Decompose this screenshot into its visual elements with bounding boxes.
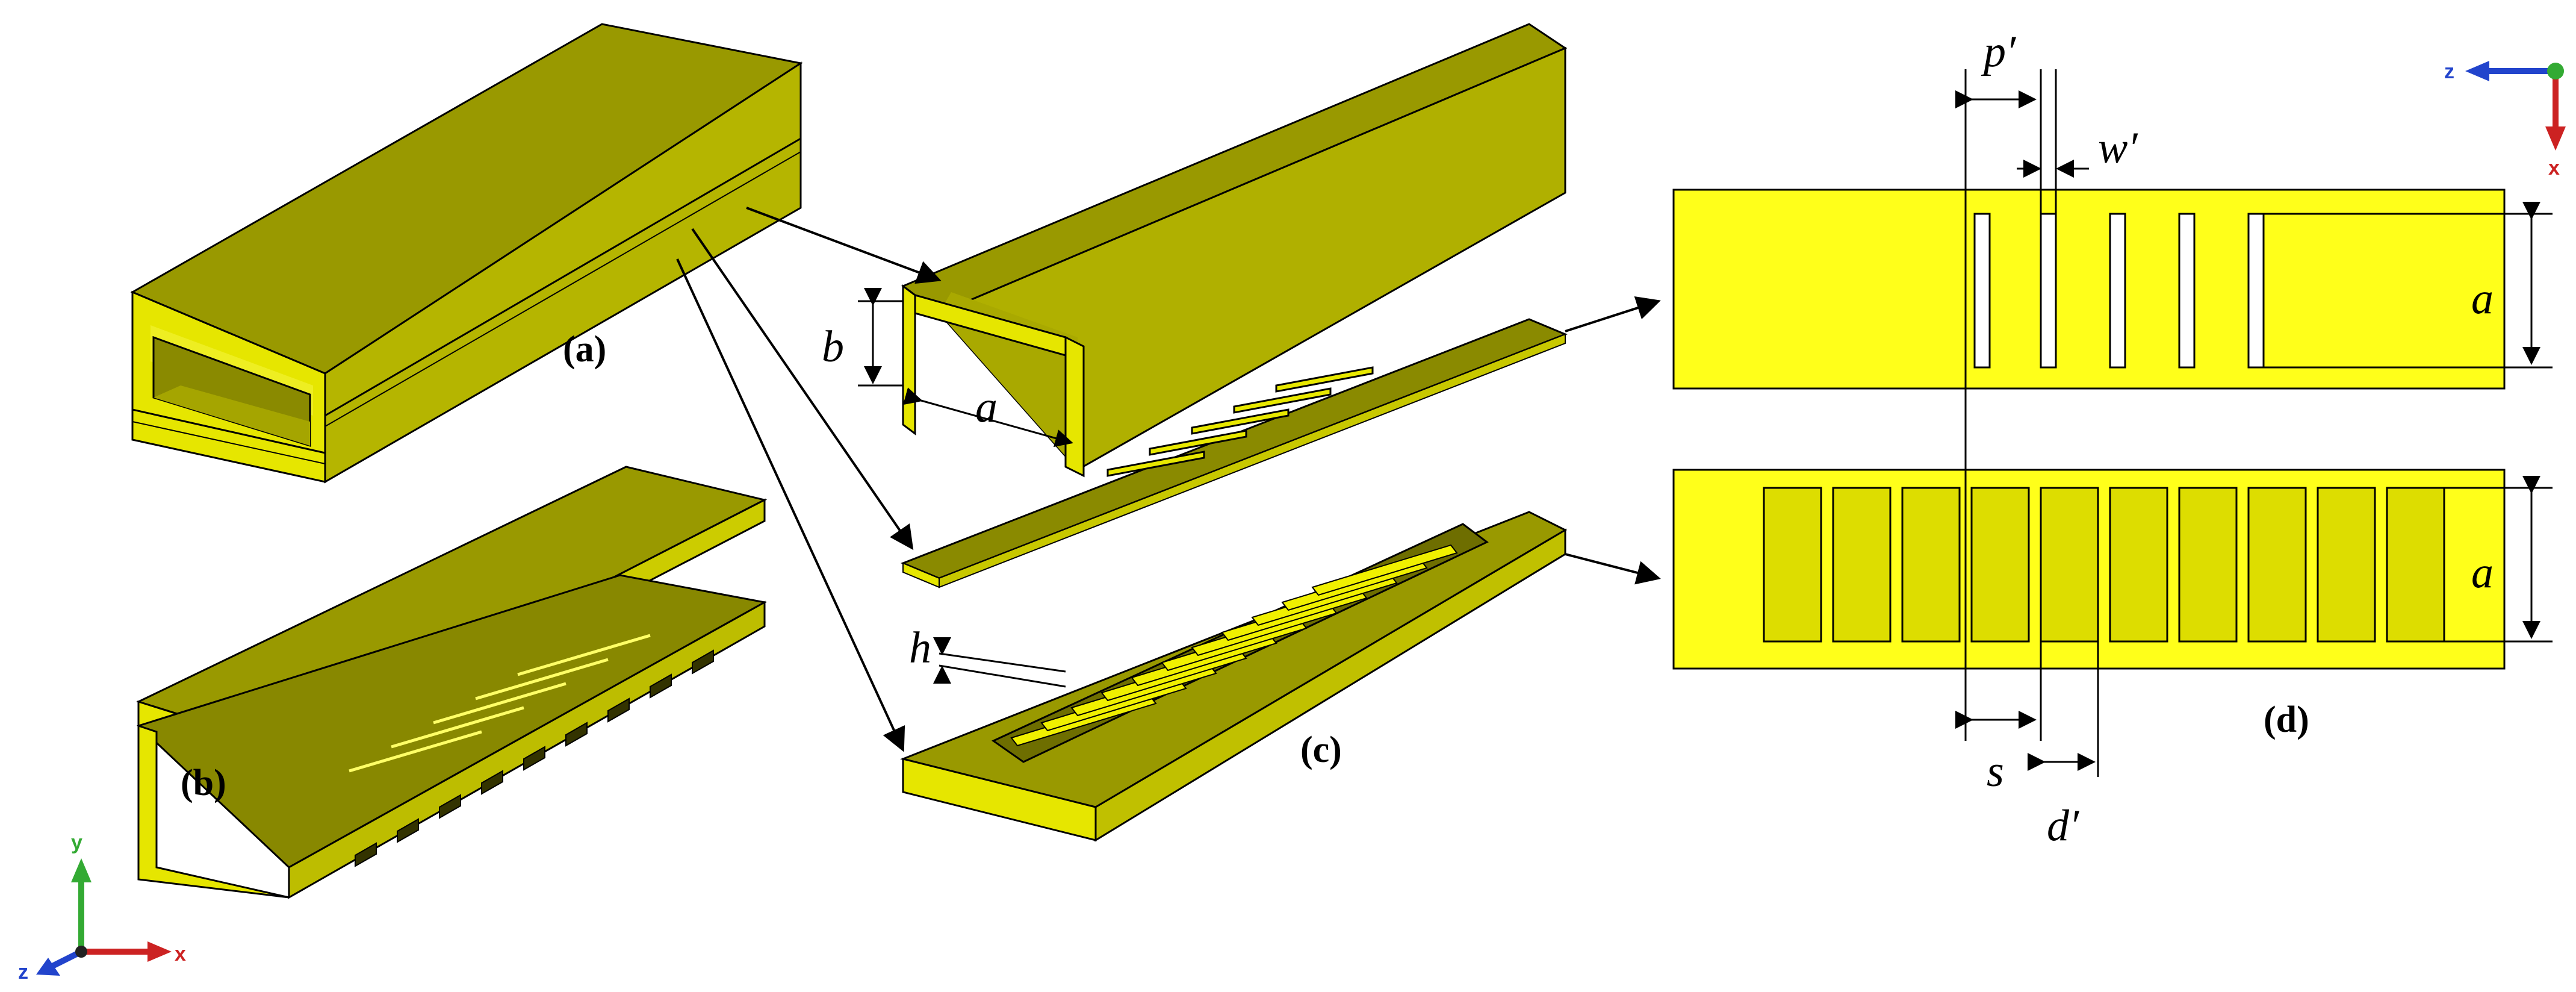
axis-z-label-right: z <box>2444 60 2454 83</box>
dim-label-s: s <box>1987 747 2004 796</box>
dim-h <box>933 637 1066 688</box>
axis-triad-right <box>2465 61 2566 151</box>
panel-label-a: (a) <box>563 329 606 370</box>
axis-y-label: y <box>71 831 82 854</box>
dim-a-exploded <box>902 387 1073 448</box>
top-view-slotted-plate <box>1672 189 2506 390</box>
waveguide-cutaway <box>135 466 768 899</box>
dim-label-p-prime: p′ <box>1981 27 2017 76</box>
dim-label-a-plate: a <box>2471 274 2494 323</box>
waveguide-assembled <box>130 23 803 484</box>
top-view-ridged-tray <box>1672 469 2506 670</box>
dim-label-b: b <box>822 322 844 372</box>
panel-label-d: (d) <box>2264 699 2309 740</box>
exploded-cover <box>901 23 1568 478</box>
dim-label-a-exploded: a <box>975 382 998 432</box>
panel-label-c: (c) <box>1300 729 1342 770</box>
dim-label-h: h <box>909 623 931 673</box>
dim-b <box>858 288 903 387</box>
leader-arrows <box>676 207 1661 752</box>
axis-z-label: z <box>18 961 28 984</box>
axis-x-label-right: x <box>2548 157 2560 179</box>
axis-triad-left <box>36 858 172 976</box>
dim-label-d-prime: d′ <box>2047 801 2080 850</box>
axis-x-label: x <box>175 943 186 965</box>
dim-label-a-tray: a <box>2471 548 2494 597</box>
slotted-plate <box>900 318 1568 588</box>
dim-label-w-prime: w′ <box>2098 123 2138 173</box>
ridged-tray <box>900 511 1568 842</box>
panel-label-b: (b) <box>181 763 226 803</box>
dims-top-view <box>1955 69 2553 777</box>
